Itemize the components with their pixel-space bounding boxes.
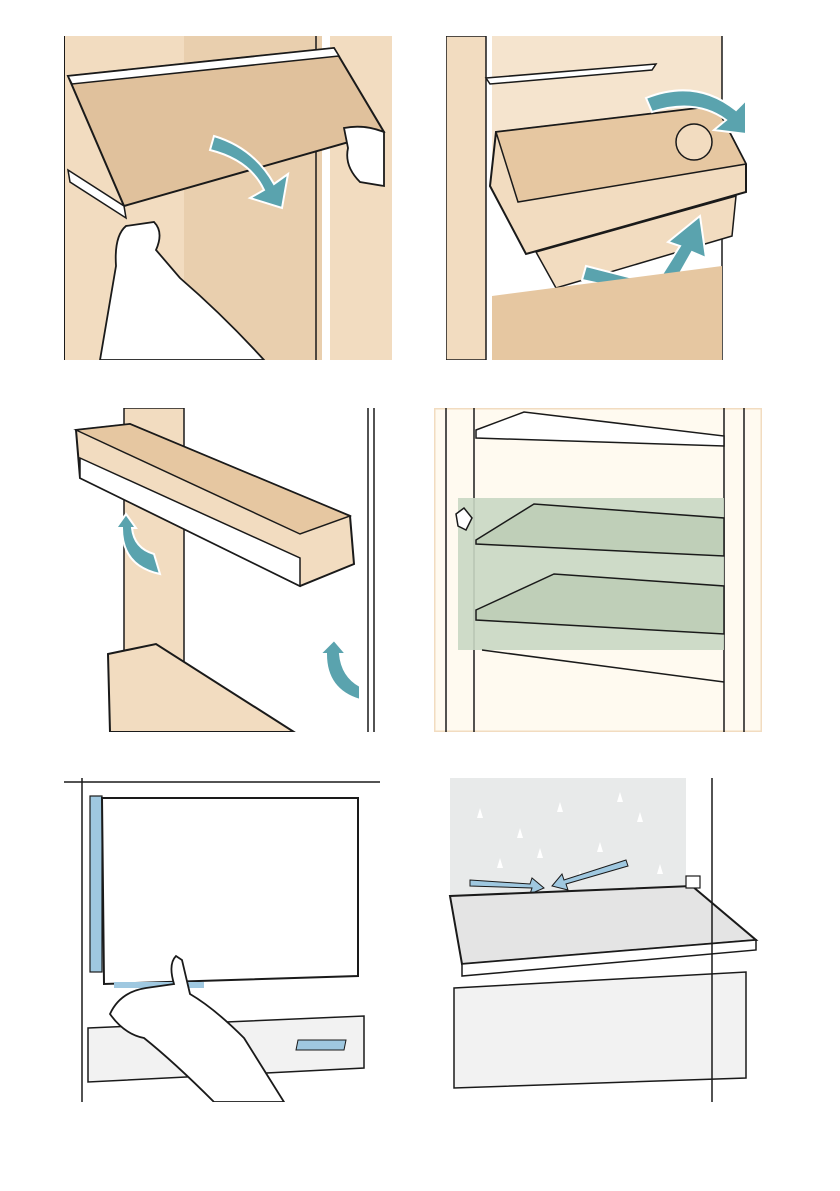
defrost-drain-drawing (440, 778, 768, 1102)
door-bin-drawing (64, 408, 392, 732)
drain-slot (296, 1040, 346, 1050)
illustration-door-bin-removal (64, 408, 392, 732)
glass-shelves-drawing (434, 408, 762, 732)
illustration-cover-plate (64, 778, 392, 1102)
crisper-drawer (454, 972, 746, 1088)
cover-plate (102, 798, 358, 984)
illustration-glass-shelves (434, 408, 762, 732)
step-marker-1 (676, 124, 712, 160)
side-wall (446, 36, 486, 360)
illustration-defrost-drain (440, 778, 768, 1102)
drawer-removal-drawing (446, 36, 774, 360)
illustration-shelf-removal (64, 36, 392, 360)
cover-plate-drawing (64, 778, 392, 1102)
illustration-drawer-removal (446, 36, 774, 360)
seal-strip (90, 796, 102, 972)
shelf-removal-drawing (64, 36, 392, 360)
drain-hole-icon (686, 876, 700, 888)
